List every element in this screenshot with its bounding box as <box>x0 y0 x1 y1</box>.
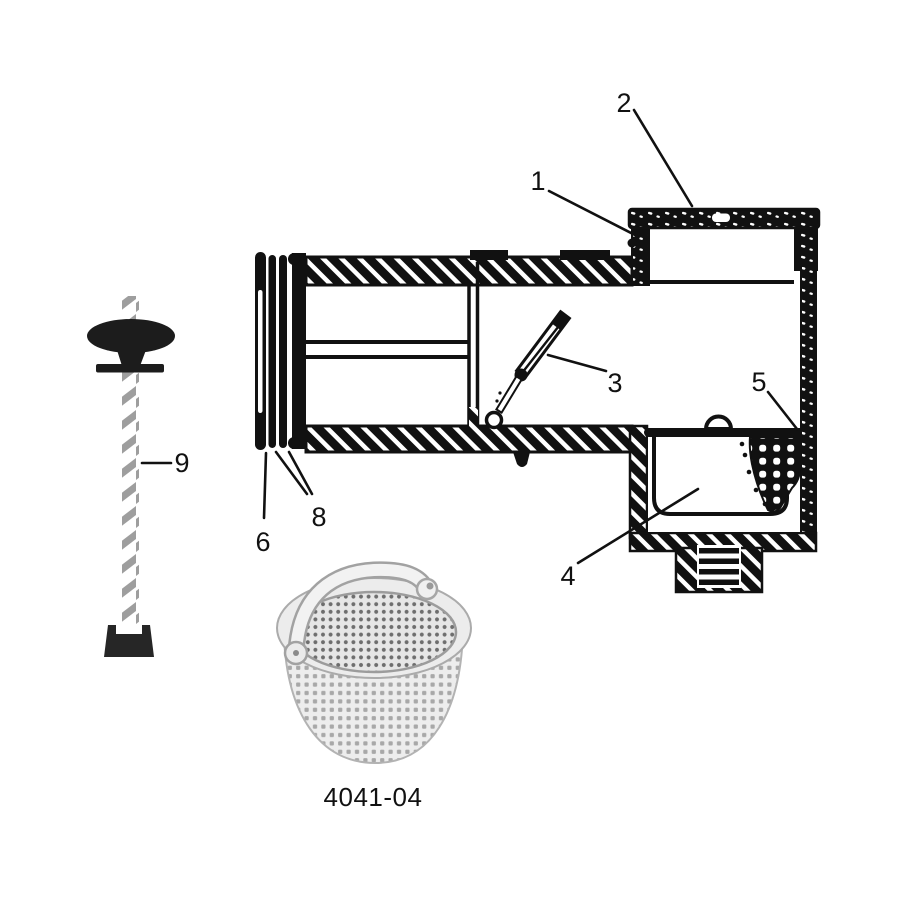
callout-label-2: 2 <box>616 88 631 118</box>
outlet-thread-slats <box>699 548 739 585</box>
basket-handle-bump <box>703 414 734 431</box>
throat-end-flange <box>292 253 306 449</box>
lever-dot-b <box>495 399 499 403</box>
leader-line-5 <box>766 390 799 431</box>
basket-perforated-area <box>748 436 801 513</box>
collar-right-wall <box>794 227 818 271</box>
handle-left-pin <box>293 650 299 656</box>
gasket-ring-a <box>268 255 276 448</box>
callout-label-5: 5 <box>751 367 766 397</box>
handle-right-pin <box>426 582 434 590</box>
rod-neck <box>117 350 146 366</box>
callout-label-1: 1 <box>530 166 545 196</box>
flange-corner-top <box>288 253 300 265</box>
throat-top-wall <box>304 255 634 287</box>
lever-dot-a <box>498 391 502 395</box>
lever-center-line <box>521 321 563 374</box>
callout-2: 2 <box>616 88 694 208</box>
faceplate-slot <box>258 290 263 413</box>
collar-left-wall <box>631 227 650 286</box>
callout-5: 5 <box>751 367 799 431</box>
lid-slot <box>712 213 730 222</box>
basket-handle <box>290 563 433 658</box>
basket-rim <box>644 428 796 437</box>
callout-label-4: 4 <box>560 561 575 591</box>
callout-1: 1 <box>530 166 639 238</box>
top-wall-step-b <box>560 250 610 260</box>
callout-8: 8 <box>274 450 327 532</box>
rod-foot <box>104 625 154 657</box>
throat-bottom-wall <box>304 424 634 454</box>
skimmer-cross-section <box>255 207 821 594</box>
callout-label-9: 9 <box>174 448 189 478</box>
leader-line-1 <box>547 189 639 238</box>
part-3-weir-lever <box>484 309 572 430</box>
lever-lower-rod <box>495 375 523 414</box>
callout-9: 9 <box>140 448 190 478</box>
bottom-wall-tab <box>513 452 530 467</box>
collar-left-bulge-a <box>627 238 637 248</box>
perforation-dots <box>739 441 768 507</box>
rod-knob <box>87 319 175 353</box>
rod-flange <box>96 364 164 373</box>
callout-label-6: 6 <box>255 527 270 557</box>
leader-line-8b <box>287 450 314 496</box>
weir-divider-base <box>469 407 478 428</box>
leader-line-6 <box>262 451 268 520</box>
leader-line-3 <box>546 353 608 373</box>
gasket-ring-b <box>279 255 287 448</box>
body-right-wall <box>800 265 817 547</box>
callout-4: 4 <box>560 487 700 591</box>
callout-6: 6 <box>255 451 271 557</box>
leader-line-4 <box>576 487 700 565</box>
basket-wall-outline <box>652 437 789 516</box>
leader-line-8a <box>274 450 309 496</box>
top-wall-step-a <box>470 250 508 260</box>
lever-pivot-ring <box>484 410 504 430</box>
handle-right-knob <box>415 577 439 601</box>
rod-shaft <box>122 296 139 626</box>
skimmer-basket-photo <box>276 561 472 765</box>
flange-corner-bottom <box>288 437 300 449</box>
part-number-caption: 4041-04 <box>324 782 423 812</box>
collar-left-bulge-b <box>627 258 637 268</box>
lever-tip-cap <box>551 311 570 331</box>
part-9-turn-rod <box>87 296 175 657</box>
callout-label-3: 3 <box>607 368 622 398</box>
callout-3: 3 <box>546 353 623 398</box>
leader-line-2 <box>632 108 694 208</box>
callout-label-8: 8 <box>311 502 326 532</box>
